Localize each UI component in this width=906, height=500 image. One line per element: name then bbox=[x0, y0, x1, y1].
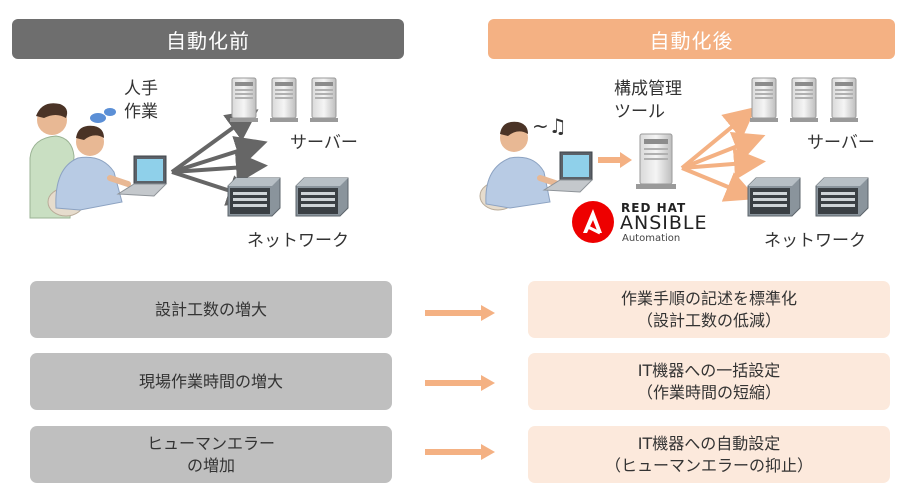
laptop-to-tool-arrow bbox=[598, 152, 632, 168]
network-switch-icon bbox=[747, 177, 801, 217]
server-icon bbox=[269, 77, 299, 123]
network-device-group-after bbox=[747, 177, 869, 217]
laptop-icon bbox=[542, 151, 594, 193]
logo-ansible-text: ANSIBLE bbox=[620, 212, 708, 234]
manual-label-line-1: 人手 bbox=[124, 79, 158, 99]
server-rack-group-before bbox=[229, 77, 339, 123]
config-management-server-icon bbox=[636, 133, 676, 189]
ansible-logo: RED HAT ANSIBLE Automation bbox=[571, 200, 731, 246]
manual-workers-illustration bbox=[29, 103, 131, 219]
servers-label-before: サーバー bbox=[290, 133, 358, 153]
manual-label-line-2: 作業 bbox=[124, 102, 158, 122]
problem-line: の増加 bbox=[186, 455, 235, 475]
solution-box-2: IT機器への一括設定 （作業時間の短縮） bbox=[528, 353, 890, 410]
servers-label-after: サーバー bbox=[807, 133, 875, 153]
problem-line: 現場作業時間の増大 bbox=[138, 371, 283, 391]
problem-box-1: 設計工数の増大 bbox=[30, 281, 392, 338]
server-icon bbox=[229, 77, 259, 123]
server-icon bbox=[749, 77, 779, 123]
before-header-label: 自動化前 bbox=[166, 28, 250, 53]
laptop-icon bbox=[116, 155, 168, 197]
solution-line: （ヒューマンエラーの抑止） bbox=[604, 455, 813, 475]
transition-arrow-2 bbox=[425, 375, 495, 391]
problem-line: 設計工数の増大 bbox=[154, 299, 267, 319]
transition-arrow-1 bbox=[425, 305, 495, 321]
after-header-label: 自動化後 bbox=[649, 28, 734, 53]
problem-line: ヒューマンエラー bbox=[146, 433, 275, 453]
solution-line: （設計工数の低減） bbox=[636, 310, 781, 330]
network-switch-icon bbox=[295, 177, 349, 217]
solution-line: IT機器への自動設定 bbox=[637, 433, 781, 453]
tool-label-line-1: 構成管理 bbox=[614, 79, 682, 99]
solution-line: 作業手順の記述を標準化 bbox=[620, 288, 797, 308]
network-device-group-before bbox=[227, 177, 349, 217]
server-rack-group-after bbox=[749, 77, 859, 123]
tool-label-line-2: ツール bbox=[614, 102, 665, 122]
music-notes: ~♫ bbox=[532, 114, 567, 138]
transition-arrow-3 bbox=[425, 444, 495, 460]
network-switch-icon bbox=[227, 177, 281, 217]
logo-automation-text: Automation bbox=[622, 233, 681, 244]
after-header: 自動化後 bbox=[488, 19, 895, 59]
automated-config-arrows bbox=[680, 106, 766, 202]
ansible-emblem-icon bbox=[572, 201, 614, 243]
network-switch-icon bbox=[815, 177, 869, 217]
before-header: 自動化前 bbox=[12, 19, 404, 59]
server-icon bbox=[829, 77, 859, 123]
network-label-after: ネットワーク bbox=[764, 231, 866, 251]
solution-line: IT機器への一括設定 bbox=[637, 360, 781, 380]
solution-box-1: 作業手順の記述を標準化 （設計工数の低減） bbox=[528, 281, 890, 338]
problem-box-3: ヒューマンエラー の増加 bbox=[30, 426, 392, 483]
relaxed-worker-illustration bbox=[479, 121, 561, 211]
server-icon bbox=[309, 77, 339, 123]
solution-box-3: IT機器への自動設定 （ヒューマンエラーの抑止） bbox=[528, 426, 890, 483]
manual-work-label: 人手 作業 bbox=[124, 78, 158, 124]
solution-line: （作業時間の短縮） bbox=[636, 382, 781, 402]
network-label-before: ネットワーク bbox=[247, 231, 349, 251]
problem-box-2: 現場作業時間の増大 bbox=[30, 353, 392, 410]
config-tool-label: 構成管理 ツール bbox=[614, 78, 682, 124]
manual-config-arrows bbox=[170, 109, 268, 206]
server-icon bbox=[789, 77, 819, 123]
logo-red-hat-text: RED HAT bbox=[621, 201, 687, 215]
